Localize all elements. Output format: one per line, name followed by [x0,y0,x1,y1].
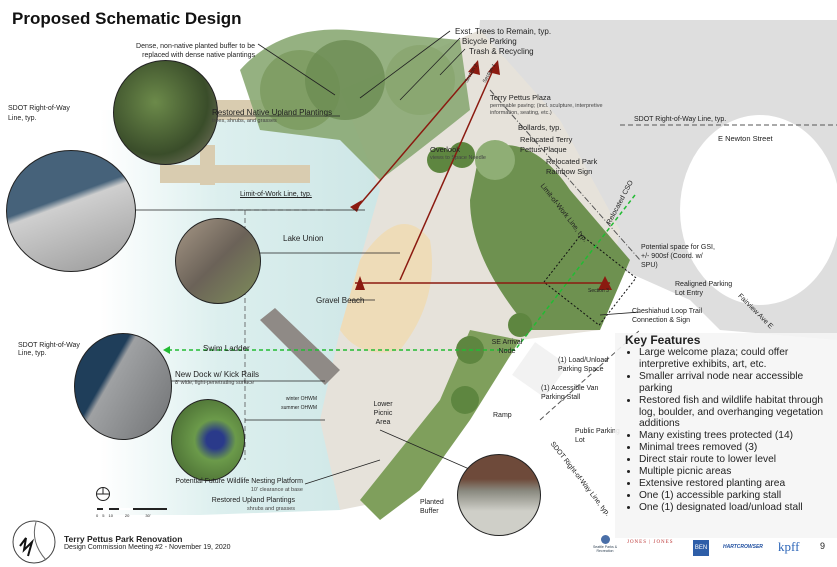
label-sdot-left-mid: SDOT Right-of-Way Line, typ. [18,342,80,357]
upland-sub: shrubs and grasses [247,506,295,512]
dock-sub: 8' wide, light-penetrating surface [175,380,255,386]
footer-subtitle: Design Commission Meeting #2 - November … [64,544,231,551]
key-feature-item: Multiple picnic areas [639,466,837,478]
key-feature-item: Many existing trees protected (14) [639,430,837,442]
logo-seattle-parks-text: Seattle Parks & Recreation [592,545,618,553]
label-cheshiahud: Cheshiahud Loop Trail Connection & Sign [632,308,703,324]
label-nesting-platform: Potential Future Wildlife Nesting Platfo… [175,477,303,494]
logo-ben: BEN [693,540,709,556]
dock-title: New Dock w/ Kick Rails [175,370,260,379]
scale-bar [97,508,167,510]
overlook-sub: views to Space Needle [430,155,486,161]
nesting-title: Potential Future Wildlife Nesting Platfo… [175,478,303,485]
overlook-title: Overlook [430,145,461,154]
label-bicycle-parking: Bicycle Parking [462,37,517,46]
label-plaque: Relocated Terry Pettus Plaque [520,135,573,154]
page-number: 9 [820,541,826,551]
park-logo-icon [12,520,56,564]
label-swim-ladder: Swim Ladder [203,344,250,353]
key-feature-item: Minimal trees removed (3) [639,442,837,454]
label-section-3: Section 3 [588,288,609,294]
label-load-unload: (1) Load/Unload Parking Space [558,357,609,373]
scale-10: 10 [108,513,113,518]
label-se-arrival-node: SE Arrival Node [491,339,523,355]
logo-seattle-parks: Seattle Parks & Recreation [590,535,620,553]
photo-planter-wall [457,454,541,536]
photo-native-plantings [113,60,218,165]
label-lake-union: Lake Union [283,234,324,243]
key-features-title: Key Features [625,333,701,347]
plaza-sub: permeable paving; (incl. sculpture, inte… [490,103,603,116]
label-van-stall: (1) Accessible Van Parking Stall [541,385,599,401]
label-planted-buffer: Planted Buffer [420,499,444,515]
label-sdot-left-top: SDOT Right-of-Way Line, typ. [8,105,70,122]
key-features-list: Large welcome plaza; could offer interpr… [615,347,837,514]
upland-title: Restored Upland Plantings [211,497,295,504]
dock [260,308,340,385]
logo-jones-jones: JONES | JONES [627,540,674,545]
label-summer-ohwm: summer OHWM [281,405,317,411]
label-winter-ohwm: winter OHWM [285,396,317,402]
key-feature-item: One (1) accessible parking stall [639,490,837,502]
logo-kpff: kpff [778,539,800,554]
key-feature-item: Restored fish and wildlife habitat throu… [639,395,837,431]
nesting-sub: 10' clearance at base [250,487,303,493]
label-dense-buffer: Dense, non-native planted buffer to be r… [136,43,255,59]
cso-line [165,194,636,351]
label-rainbow-sign: Relocated Park Rainbow Sign [546,157,598,176]
photo-stairs [175,218,261,304]
scale-30: 30' [145,513,151,518]
label-upland-plantings: Restored Upland Plantings shrubs and gras… [205,496,295,513]
plaza-title: Terry Pettus Plaza [490,93,551,102]
scale-0: 0 [96,513,99,518]
key-feature-item: Large welcome plaza; could offer interpr… [639,347,837,371]
key-features-panel: Key Features Large welcome plaza; could … [615,333,837,538]
label-newton-street: E Newton Street [718,134,773,143]
label-sdot-top-right: SDOT Right-of-Way Line, typ. [634,116,727,123]
key-feature-item: Smaller arrival node near accessible par… [639,371,837,395]
photo-waterfront-steps [6,150,136,272]
section-lines [350,60,612,290]
key-feature-item: Direct stair route to lower level [639,454,837,466]
gravel-beach [340,224,432,353]
footer-title: Terry Pettus Park Renovation [64,534,183,544]
label-exst-trees: Exst. Trees to Remain, typ. [455,27,552,36]
label-trash-recycling: Trash & Recycling [469,47,534,56]
scale-5: 5 [102,513,105,518]
label-ramp: Ramp [493,412,512,419]
planting-southeast [360,330,520,520]
photo-dock-grating [74,333,172,440]
restored-native-title: Restored Native Upland Plantings [212,108,333,117]
scale-20: 20 [124,513,130,518]
label-public-lot: Public Parking Lot [575,428,620,444]
logo-hartcrowser: HARTCROWSER [723,544,763,550]
north-arrow-icon [96,487,110,501]
slide-title: Proposed Schematic Design [12,9,242,28]
label-parking-entry: Realigned Parking Lot Entry [675,281,733,297]
restored-native-sub: trees, shrubs, and grasses [212,118,277,124]
label-limit-left: Limit-of-Work Line, typ. [240,191,312,198]
key-feature-item: Extensive restored planting area [639,478,837,490]
label-bollards: Bollards, typ. [518,123,562,132]
label-lower-picnic: Lower Picnic Area [373,401,393,426]
label-gravel-beach: Gravel Beach [316,296,365,305]
photo-shoreline-habitat [171,399,245,481]
label-gsi: Potential space for GSI, +/- 900sf (Coor… [641,244,715,269]
key-feature-item: One (1) designated load/unload stall [639,502,837,514]
north-arrow-and-scale [96,487,167,510]
